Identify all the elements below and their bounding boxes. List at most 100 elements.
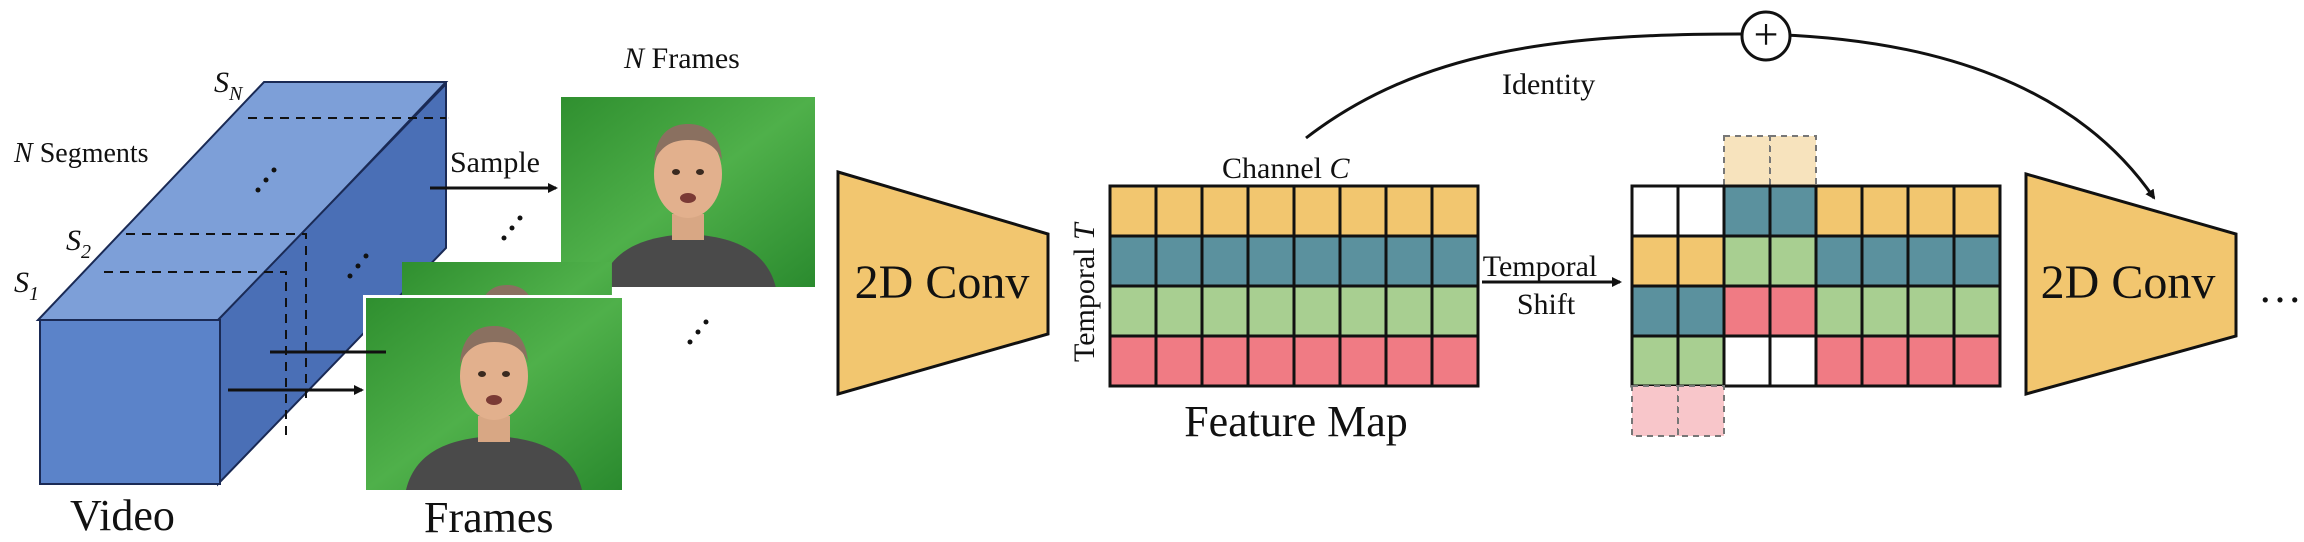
conv-block-2 (2024, 172, 2238, 396)
feature-cell (1292, 184, 1342, 238)
shifted-cell (1630, 334, 1680, 388)
ghost-cell-top (1769, 135, 1817, 187)
plus-symbol: + (1754, 10, 1779, 59)
feature-cell (1108, 234, 1158, 288)
feature-cell (1384, 334, 1434, 388)
shifted-cell (1952, 284, 2002, 338)
shifted-cell (1860, 234, 1910, 288)
shifted-cell (1768, 234, 1818, 288)
trailing-ellipsis: … (2258, 263, 2302, 312)
shifted-feature-map (1630, 135, 2002, 437)
shifted-cell (1676, 334, 1726, 388)
shifted-cell (1860, 184, 1910, 238)
feature-cell (1200, 234, 1250, 288)
shifted-cell (1630, 184, 1680, 238)
shift-label-2: Shift (1517, 288, 1576, 321)
identity-label: Identity (1502, 68, 1595, 101)
shifted-cell (1814, 184, 1864, 238)
sample-label: Sample (450, 146, 540, 179)
feature-cell (1384, 184, 1434, 238)
frame-stack (363, 95, 817, 493)
segment-planes (104, 117, 446, 436)
shifted-cell (1722, 184, 1772, 238)
frames-label: Frames (424, 493, 554, 542)
video-label: Video (70, 491, 175, 540)
feature-cell (1154, 284, 1204, 338)
feature-cell (1246, 284, 1296, 338)
video-box-front (39, 319, 221, 485)
feature-cell (1200, 184, 1250, 238)
box-dots (255, 167, 369, 279)
shifted-cell (1860, 284, 1910, 338)
feature-cell (1154, 234, 1204, 288)
feature-cell (1338, 234, 1388, 288)
shifted-cell (1722, 334, 1772, 388)
feature-cell (1384, 284, 1434, 338)
feature-cell (1292, 334, 1342, 388)
sample-arrows (228, 183, 558, 395)
shifted-cell (1906, 234, 1956, 288)
temporal-axis-label: Temporal T (1068, 221, 1101, 362)
feature-cell (1246, 334, 1296, 388)
frame-back (559, 95, 817, 289)
shift-label-1: Temporal (1483, 250, 1598, 283)
shifted-cell (1906, 184, 1956, 238)
feature-cell (1338, 184, 1388, 238)
plus-circle (1740, 10, 1792, 62)
feature-cell (1292, 234, 1342, 288)
n-segments-label: N Segments (13, 138, 149, 169)
feature-cell (1292, 284, 1342, 338)
shifted-cell (1630, 284, 1680, 338)
shifted-cell (1814, 334, 1864, 388)
conv-label-2: 2D Conv (2041, 256, 2216, 309)
shifted-cell (1676, 284, 1726, 338)
segment-label-n: SN (214, 66, 244, 105)
shifted-cell (1952, 184, 2002, 238)
shifted-cell (1814, 284, 1864, 338)
feature-cell (1430, 284, 1480, 338)
ghost-cell-bottom (1677, 385, 1725, 437)
shifted-cell (1814, 234, 1864, 288)
shifted-cell (1676, 184, 1726, 238)
feature-cell (1200, 284, 1250, 338)
feature-cell (1246, 184, 1296, 238)
feature-cell (1108, 284, 1158, 338)
shifted-cell (1768, 284, 1818, 338)
frame-front (363, 295, 625, 493)
feature-cell (1200, 334, 1250, 388)
feature-map (1108, 184, 1480, 388)
ghost-cell-bottom (1631, 385, 1679, 437)
shifted-cell (1722, 284, 1772, 338)
identity-arc (1305, 32, 2156, 200)
shifted-cell (1722, 234, 1772, 288)
feature-cell (1154, 184, 1204, 238)
feature-cell (1430, 234, 1480, 288)
feature-map-label: Feature Map (1184, 397, 1408, 446)
feature-cell (1430, 334, 1480, 388)
shifted-cell (1860, 334, 1910, 388)
conv-label-1: 2D Conv (855, 256, 1030, 309)
feature-cell (1338, 284, 1388, 338)
shifted-cell (1768, 184, 1818, 238)
conv-block-1 (836, 169, 1050, 396)
segment-label-2: S2 (66, 224, 91, 263)
channel-label: Channel C (1222, 152, 1350, 185)
shifted-cell (1952, 234, 2002, 288)
n-frames-label: N Frames (623, 42, 740, 75)
frame-dots (501, 215, 709, 345)
segment-label-1: S1 (14, 266, 39, 305)
shifted-cell (1952, 334, 2002, 388)
feature-cell (1338, 334, 1388, 388)
shifted-cell (1906, 334, 1956, 388)
feature-cell (1246, 234, 1296, 288)
video-box (35, 81, 449, 487)
shifted-cell (1906, 284, 1956, 338)
feature-cell (1108, 334, 1158, 388)
shifted-cell (1676, 234, 1726, 288)
shifted-cell (1768, 334, 1818, 388)
feature-cell (1154, 334, 1204, 388)
feature-cell (1384, 234, 1434, 288)
ghost-cell-top (1723, 135, 1771, 187)
shifted-cell (1630, 234, 1680, 288)
